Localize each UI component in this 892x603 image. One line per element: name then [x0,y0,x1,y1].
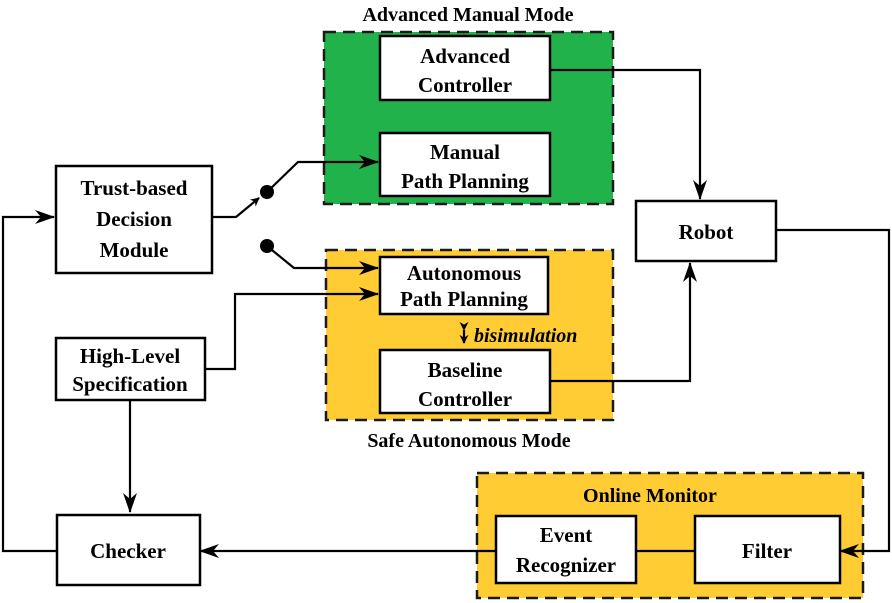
autonomous-path-planning-line-1: Autonomous [407,261,521,285]
wire-baseline-controller-to-robot [550,262,697,383]
manual-path-planning-line-2: Path Planning [401,169,529,193]
safe-autonomous-mode-title: Safe Autonomous Mode [367,430,570,452]
high-level-specification-block: High-Level Specification [54,336,207,402]
filter-label: Filter [742,539,792,563]
trust-module-line-2: Decision [96,207,172,231]
filter-block: Filter [693,514,842,585]
bisimulation-label: bisimulation [474,325,577,347]
trust-module-line-3: Module [100,238,169,262]
trust-module-line-1: Trust-based [81,176,188,200]
robot-label: Robot [679,220,734,244]
baseline-controller-block: Baseline Controller [378,348,552,415]
online-monitor-title: Online Monitor [583,485,717,507]
baseline-controller-line-1: Baseline [428,358,503,382]
advanced-manual-mode-title: Advanced Manual Mode [362,4,573,26]
advanced-controller-line-1: Advanced [420,44,510,68]
autonomous-path-planning-block: Autonomous Path Planning [378,255,550,316]
manual-path-planning-block: Manual Path Planning [378,131,552,198]
spec-line-2: Specification [72,372,188,396]
wire-checker-to-trust-module [1,210,57,553]
wire-switch-to-autonomous-path-planning [266,245,379,275]
connections [1,68,891,558]
trust-based-decision-module-block: Trust-based Decision Module [54,164,214,275]
autonomous-path-planning-line-2: Path Planning [400,287,528,311]
wire-robot-to-filter [776,228,891,558]
event-recognizer-block: Event Recognizer [494,514,638,585]
wire-spec-to-autonomous-path-planning [205,287,379,371]
event-recognizer-line-2: Recognizer [516,553,616,577]
wire-switch-to-manual-path-planning [266,155,379,193]
manual-path-planning-line-1: Manual [430,140,500,164]
checker-block: Checker [55,513,202,587]
spec-line-1: High-Level [80,344,180,368]
baseline-controller-line-2: Controller [418,387,512,411]
advanced-controller-line-2: Controller [418,73,512,97]
robot-block: Robot [634,199,778,263]
switch-input-wire [212,197,260,219]
event-recognizer-line-1: Event [540,523,593,547]
checker-label: Checker [90,539,166,563]
wire-advanced-controller-to-robot [550,68,707,200]
advanced-controller-block: Advanced Controller [378,34,552,102]
